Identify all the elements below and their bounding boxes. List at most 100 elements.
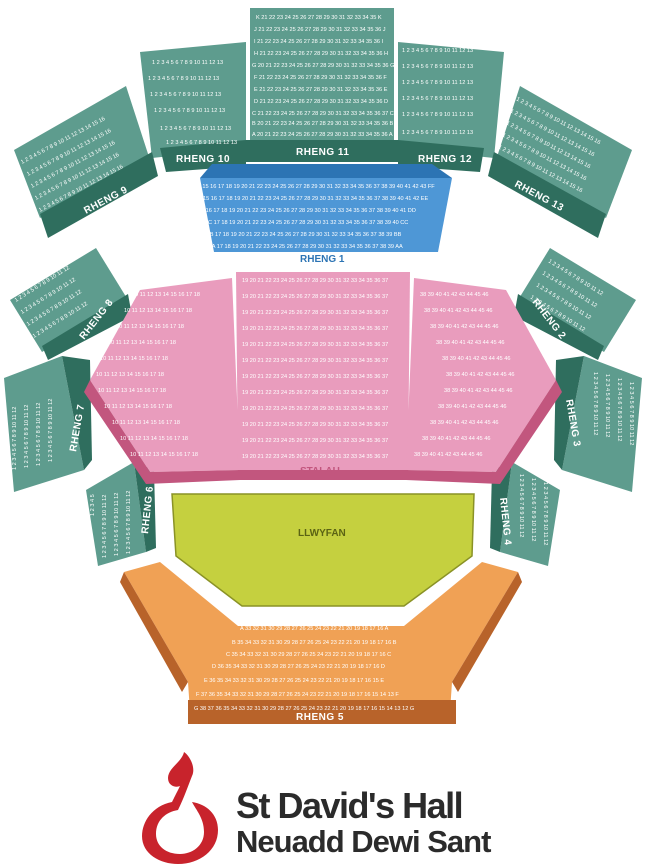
row-d: 1 2 3 4 5 6 7 8 9 10 11 12 13	[148, 76, 219, 82]
row-d-right: 38 39 40 41 42 43 44 45 46	[422, 436, 490, 442]
row-cc: CC 17 18 19 20 21 22 23 24 25 26 27 28 2…	[204, 220, 408, 226]
row-bb: BB 17 18 19 20 21 22 23 24 25 26 27 28 2…	[206, 232, 402, 238]
row-d: D 21 22 23 24 25 26 27 28 29 30 31 32 33…	[254, 99, 388, 105]
row-p: 19 20 21 22 23 24 25 26 27 28 29 30 31 3…	[242, 278, 388, 284]
rheng-10-rows: 1 2 3 4 5 6 7 8 9 10 11 12 13 1 2 3 4 5 …	[148, 60, 237, 146]
stalls-left-rows: 10 11 12 13 14 15 16 17 18 10 11 12 13 1…	[96, 292, 200, 458]
row-g-left: 10 11 12 13 14 15 16 17 18	[98, 388, 166, 394]
row-k-left: 10 11 12 13 14 15 16 17 18	[108, 340, 176, 346]
row-j: 19 20 21 22 23 24 25 26 27 28 29 30 31 3…	[242, 358, 388, 364]
row-e: 19 20 21 22 23 24 25 26 27 28 29 30 31 3…	[242, 422, 388, 428]
row-l-left: 10 11 12 13 14 15 16 17 18	[116, 324, 184, 330]
row-g: G 38 37 36 35 34 33 32 31 30 29 28 27 26…	[194, 706, 414, 712]
rheng-11-rows: K 21 22 23 24 25 26 27 28 29 30 31 32 33…	[252, 15, 394, 138]
row-c: 1 2 3 4 5 6 7 8 9 10 11 12	[604, 374, 610, 437]
row-d-left: 10 11 12 13 14 15 16 17 18	[120, 436, 188, 442]
row-j-left: 10 11 12 13 14 15 16 17 18	[100, 356, 168, 362]
row-g-right: 38 39 40 41 42 43 44 45 46	[444, 388, 512, 394]
row-c: 1 2 3 4 5 6 7 8 9 10 11 12	[36, 403, 42, 466]
rheng-4-rows: 1 2 3 4 5 6 7 8 9 10 11 12 1 2 3 4 5 6 7…	[518, 474, 548, 545]
row-j-right: 38 39 40 41 42 43 44 45 46	[442, 356, 510, 362]
row-c: 1 2 3 4 5 6 7 8 9 10 11 12 13	[150, 92, 221, 98]
section-stalls[interactable]: 10 11 12 13 14 15 16 17 18 10 11 12 13 1…	[84, 272, 562, 484]
row-a: A 33 32 31 30 29 28 27 26 25 24 23 22 21…	[240, 626, 389, 632]
row-b: 1 2 3 4 5 6 7 8 9 10 11 12	[592, 372, 598, 435]
row-a: 1 2 3 4 5 6 7 8 9 10 11 12	[518, 474, 524, 537]
stage: LLWYFAN	[171, 493, 475, 607]
rheng-6-label: RHENG 6	[140, 485, 156, 534]
row-b: 1 2 3 4 5 6 7 8 9 10 11 12 13	[154, 108, 225, 114]
row-b: B 35 34 33 32 31 30 29 28 27 26 25 24 23…	[232, 640, 397, 646]
row-a: 1 2 3 4 5 6 7 8 9 10 11 12 13	[402, 130, 473, 136]
rheng-10-label: RHENG 10	[176, 154, 230, 165]
rheng-1-label: RHENG 1	[300, 254, 345, 265]
section-rheng-8[interactable]: 1 2 3 4 5 6 7 8 9 10 11 12 1 2 3 4 5 6 7…	[10, 248, 132, 360]
row-f: F 21 22 23 24 25 26 27 28 29 30 31 32 33…	[254, 75, 387, 81]
section-rheng-5[interactable]: A 33 32 31 30 29 28 27 26 25 24 23 22 21…	[120, 562, 522, 724]
row-b: B 20 21 22 23 24 25 26 27 28 29 30 31 32…	[252, 121, 393, 127]
row-d: 19 20 21 22 23 24 25 26 27 28 29 30 31 3…	[242, 438, 388, 444]
section-rheng-3[interactable]: 1 2 3 4 5 6 7 8 9 10 11 12 1 2 3 4 5 6 7…	[554, 356, 642, 492]
row-h: 19 20 21 22 23 24 25 26 27 28 29 30 31 3…	[242, 374, 388, 380]
section-rheng-10[interactable]: 1 2 3 4 5 6 7 8 9 10 11 12 13 1 2 3 4 5 …	[140, 42, 246, 172]
section-rheng-9[interactable]: 1 2 3 4 5 6 7 8 9 10 11 12 13 14 15 16 1…	[14, 86, 158, 238]
row-n-right: 38 39 40 41 42 43 44 45 46	[420, 292, 488, 298]
row-m-left: 10 11 12 13 14 15 16 17 18	[124, 308, 192, 314]
row-c: 1 2 3 4 5 6 7 8 9 10 11 12 13	[402, 96, 473, 102]
row-e-right: 38 39 40 41 42 43 44 45 46	[430, 420, 498, 426]
row-c: 19 20 21 22 23 24 25 26 27 28 29 30 31 3…	[242, 454, 388, 460]
section-rheng-7[interactable]: 1 2 3 4 5 6 7 8 9 10 11 12 1 2 3 4 5 6 7…	[4, 356, 92, 492]
row-d: 1 2 3 4 5	[90, 494, 96, 516]
stalls-right-rows: 38 39 40 41 42 43 44 45 46 38 39 40 41 4…	[414, 292, 514, 458]
row-ee: EE 15 16 17 18 19 20 21 22 23 24 25 26 2…	[194, 196, 428, 202]
rheng-3-rows: 1 2 3 4 5 6 7 8 9 10 11 12 1 2 3 4 5 6 7…	[592, 372, 634, 445]
section-rheng-11[interactable]: K 21 22 23 24 25 26 27 28 29 30 31 32 33…	[245, 8, 399, 162]
row-b: 1 2 3 4 5 6 7 8 9 10 11 12	[48, 399, 54, 462]
stage-label: LLWYFAN	[298, 528, 346, 539]
row-f: F 37 36 35 34 33 32 31 30 29 28 27 26 25…	[196, 692, 399, 698]
row-n-left: 10 11 12 13 14 15 16 17 18	[132, 292, 200, 298]
row-aa: AA 17 18 19 20 21 22 23 24 25 26 27 28 2…	[208, 244, 403, 250]
hall-logo-icon	[142, 752, 218, 864]
section-rheng-6[interactable]: 1 2 3 4 5 1 2 3 4 5 6 7 8 9 10 11 12 1 2…	[86, 462, 156, 566]
row-e: E 21 22 23 24 25 26 27 28 29 30 31 32 33…	[254, 87, 388, 93]
row-c: C 21 22 23 24 25 26 27 28 29 30 31 32 33…	[252, 111, 394, 117]
row-d: 1 2 3 4 5 6 7 8 9 10 11 12 13	[402, 80, 473, 86]
row-a2: 1 2 3 4 5 6 7 8 9 10 11 12 13	[166, 140, 237, 146]
row-b: 1 2 3 4 5 6 7 8 9 10 11 12 13	[402, 112, 473, 118]
row-b: 1 2 3 4 5 6 7 8 9 10 11 12	[530, 478, 536, 541]
stalls-center-rows: 19 20 21 22 23 24 25 26 27 28 29 30 31 3…	[242, 278, 388, 460]
row-h-left: 10 11 12 13 14 15 16 17 18	[96, 372, 164, 378]
row-m-right: 38 39 40 41 42 43 44 45 46	[424, 308, 492, 314]
row-k-right: 38 39 40 41 42 43 44 45 46	[436, 340, 504, 346]
row-n: 19 20 21 22 23 24 25 26 27 28 29 30 31 3…	[242, 294, 388, 300]
rheng-1-rows: FF 15 16 17 18 19 20 21 22 23 24 25 26 2…	[194, 184, 435, 250]
row-h-right: 38 39 40 41 42 43 44 45 46	[446, 372, 514, 378]
rheng-4-label: RHENG 4	[497, 497, 513, 546]
row-c: 1 2 3 4 5 6 7 8 9 10 11 12	[542, 482, 548, 545]
row-e: E 36 35 34 33 32 31 30 29 28 27 26 25 24…	[204, 678, 384, 684]
row-f-right: 38 39 40 41 42 43 44 45 46	[438, 404, 506, 410]
row-l: 19 20 21 22 23 24 25 26 27 28 29 30 31 3…	[242, 326, 388, 332]
rheng-11-label: RHENG 11	[296, 147, 349, 158]
rheng-5-rows: A 33 32 31 30 29 28 27 26 25 24 23 22 21…	[194, 626, 414, 712]
row-g: 19 20 21 22 23 24 25 26 27 28 29 30 31 3…	[242, 390, 388, 396]
section-rheng-4[interactable]: 1 2 3 4 5 6 7 8 9 10 11 12 1 2 3 4 5 6 7…	[490, 462, 560, 566]
row-e: 1 2 3 4 5 6 7 8 9 10 11 12 13	[402, 64, 473, 70]
section-rheng-1[interactable]: FF 15 16 17 18 19 20 21 22 23 24 25 26 2…	[194, 164, 452, 265]
row-a: A 20 21 22 23 24 25 26 27 28 29 30 31 32…	[252, 132, 393, 138]
row-e: 1 2 3 4 5 6 7 8 9 10 11 12	[12, 407, 18, 470]
row-c: 1 2 3 4 5 6 7 8 9 10 11 12	[102, 495, 108, 558]
row-k: K 21 22 23 24 25 26 27 28 29 30 31 32 33…	[256, 15, 382, 21]
rheng-6-rows: 1 2 3 4 5 1 2 3 4 5 6 7 8 9 10 11 12 1 2…	[90, 491, 132, 558]
row-f: 19 20 21 22 23 24 25 26 27 28 29 30 31 3…	[242, 406, 388, 412]
section-rheng-2[interactable]: 1 2 3 4 5 6 7 8 9 10 11 12 1 2 3 4 5 6 7…	[514, 248, 636, 360]
section-rheng-12[interactable]: 1 2 3 4 5 6 7 8 9 10 11 12 13 1 2 3 4 5 …	[398, 42, 504, 172]
row-f-left: 10 11 12 13 14 15 16 17 18	[104, 404, 172, 410]
row-l-right: 38 39 40 41 42 43 44 45 46	[430, 324, 498, 330]
section-rheng-13[interactable]: 1 2 3 4 5 6 7 8 9 10 11 12 13 14 15 16 1…	[488, 86, 632, 238]
row-h: H 21 22 23 24 25 26 27 28 29 30 31 32 33…	[254, 51, 388, 57]
rheng-12-label: RHENG 12	[418, 154, 472, 165]
row-k: 19 20 21 22 23 24 25 26 27 28 29 30 31 3…	[242, 342, 388, 348]
